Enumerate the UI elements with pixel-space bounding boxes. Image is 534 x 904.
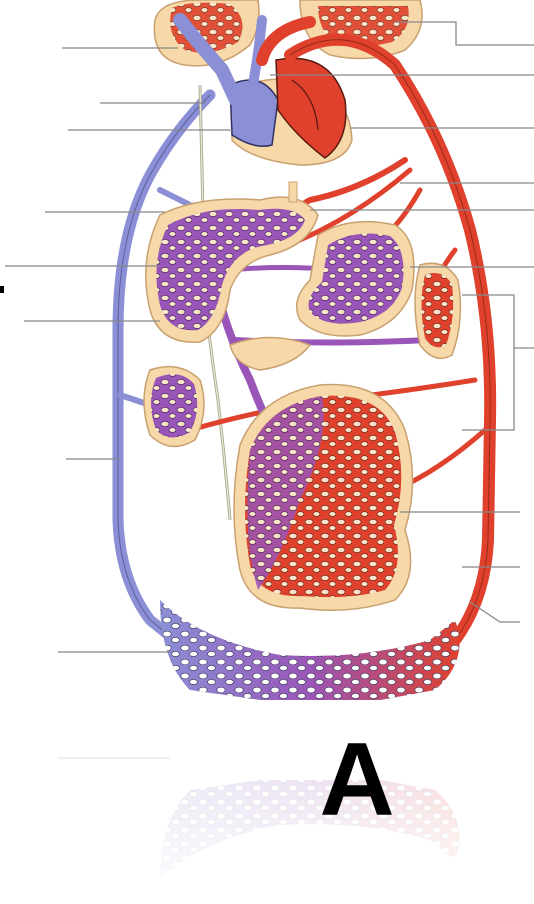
kidney-capillaries bbox=[151, 374, 197, 437]
edge-marker bbox=[0, 286, 4, 293]
liver-duct bbox=[289, 182, 297, 202]
panel-letter: A bbox=[312, 725, 402, 835]
spleen-capillaries bbox=[422, 273, 454, 347]
reflection-fade bbox=[0, 720, 534, 904]
